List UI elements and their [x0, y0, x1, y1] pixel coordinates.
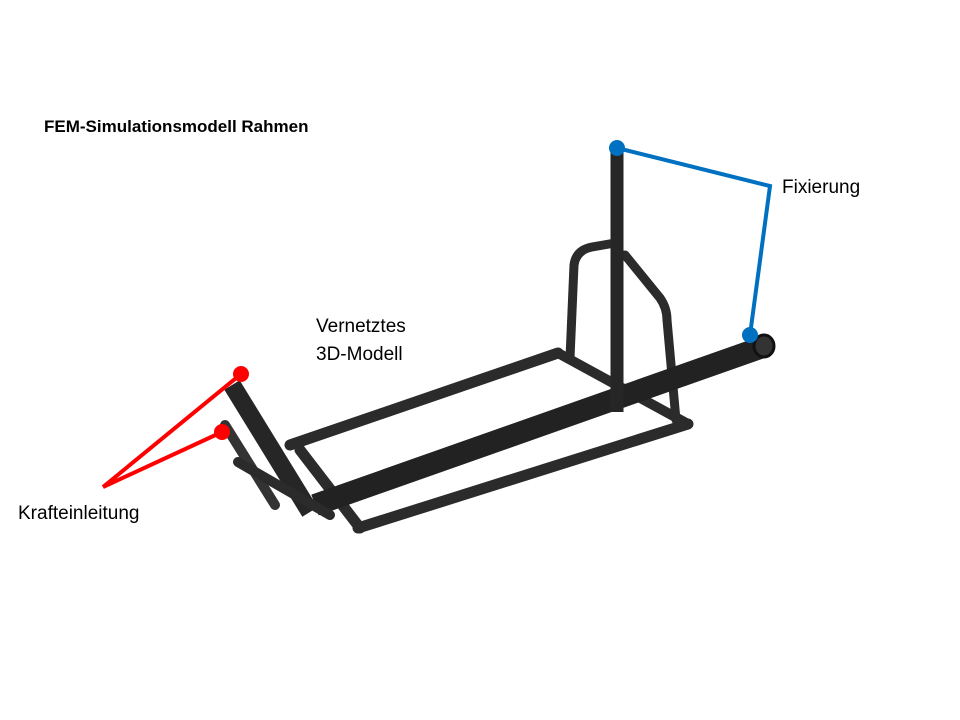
left-rail — [284, 347, 564, 451]
slide-title: FEM-Simulationsmodell Rahmen — [44, 117, 309, 136]
force-line-lower — [102, 430, 223, 489]
fixation-line — [616, 146, 773, 336]
front-base-plate — [233, 457, 335, 520]
fixation-label: Fixierung — [782, 177, 861, 198]
force-label: Krafteinleitung — [18, 503, 140, 524]
bracket-left — [565, 238, 620, 363]
beam-end — [752, 333, 776, 359]
fixation-point-beam — [742, 327, 758, 343]
force-line-upper — [101, 372, 243, 489]
bracket-right — [620, 250, 681, 425]
force-point-lower — [214, 424, 230, 440]
lower-rail — [352, 418, 694, 534]
force-markers — [101, 366, 249, 489]
main-beam — [311, 337, 764, 516]
mesh-label-line2: 3D-Modell — [316, 344, 403, 365]
mesh-frame — [220, 150, 776, 534]
fixation-markers — [609, 140, 773, 343]
force-point-upper — [233, 366, 249, 382]
mesh-label-line1: Vernetztes — [316, 316, 406, 337]
fixation-point-top — [609, 140, 625, 156]
